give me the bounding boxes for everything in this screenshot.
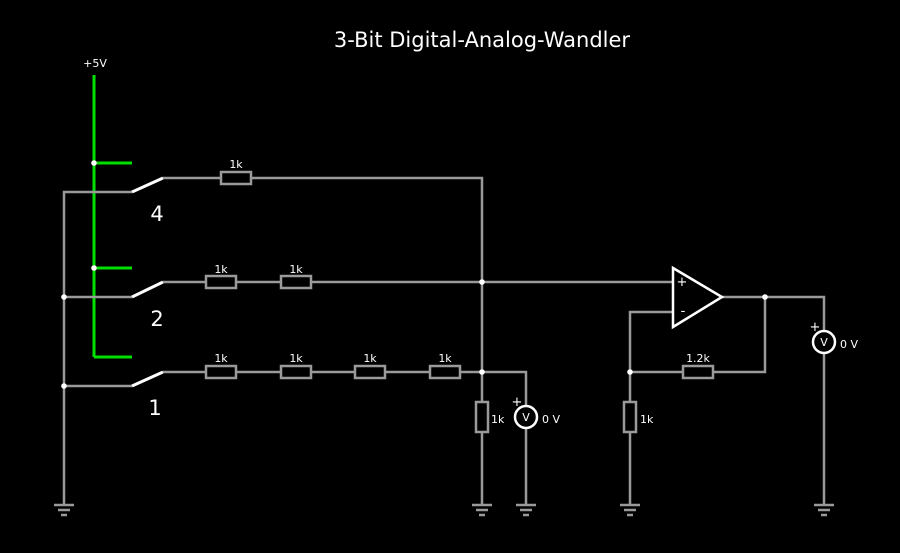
resistor-label: 1k: [438, 352, 452, 365]
resistor-label: 1k: [289, 352, 303, 365]
resistor-label: 1k: [214, 352, 228, 365]
voltmeter-symbol: V: [820, 336, 828, 349]
wire-bit1: [163, 370, 528, 505]
feedback-resistor-label: 1.2k: [686, 352, 710, 365]
voltmeter-plus: +: [810, 320, 821, 335]
voltmeter-symbol: V: [522, 411, 530, 424]
voltmeter-output[interactable]: V + 0 V: [810, 320, 859, 355]
resistor[interactable]: [204, 364, 238, 380]
voltmeter-plus: +: [512, 395, 523, 410]
junction-dots: [61, 160, 768, 389]
diagram-title: 3-Bit Digital-Analog-Wandler: [334, 28, 631, 52]
resistor[interactable]: [204, 274, 238, 290]
ground-leg-resistor[interactable]: [622, 400, 638, 434]
resistor-label: 1k: [214, 263, 228, 276]
resistor-label: 1k: [229, 158, 243, 171]
resistor[interactable]: [428, 364, 462, 380]
load-resistor[interactable]: [474, 400, 490, 434]
supply-rail[interactable]: +5V: [83, 57, 132, 359]
switch-4[interactable]: [131, 176, 164, 194]
ground-icon: [472, 503, 492, 517]
wire-bit4: [163, 176, 484, 505]
switch-2-label: 2: [150, 307, 163, 331]
opamp-wiring: [628, 295, 826, 505]
opamp-minus: -: [681, 304, 686, 319]
switch-1[interactable]: [131, 370, 164, 388]
switch-1-label: 1: [148, 396, 161, 420]
ground-leg-resistor-label: 1k: [640, 413, 654, 426]
common-wire: [62, 190, 132, 505]
voltmeter-input[interactable]: V + 0 V: [512, 395, 561, 430]
switch-2[interactable]: [131, 280, 164, 299]
switch-4-label: 4: [150, 202, 163, 226]
voltmeter-reading: 0 V: [542, 413, 560, 426]
opamp-plus: +: [677, 275, 688, 290]
ground-icon: [54, 503, 74, 517]
opamp[interactable]: + -: [671, 265, 725, 330]
load-resistor-label: 1k: [491, 413, 505, 426]
resistor[interactable]: [219, 170, 253, 186]
resistor-label: 1k: [363, 352, 377, 365]
supply-label: +5V: [83, 57, 107, 70]
feedback-resistor[interactable]: [681, 364, 715, 380]
ground-icon: [620, 503, 640, 517]
resistor-label: 1k: [289, 263, 303, 276]
ground-icon: [516, 503, 536, 517]
resistor[interactable]: [353, 364, 387, 380]
resistor[interactable]: [279, 364, 313, 380]
voltmeter-reading: 0 V: [840, 338, 858, 351]
resistor[interactable]: [279, 274, 313, 290]
ground-icon: [814, 503, 834, 517]
